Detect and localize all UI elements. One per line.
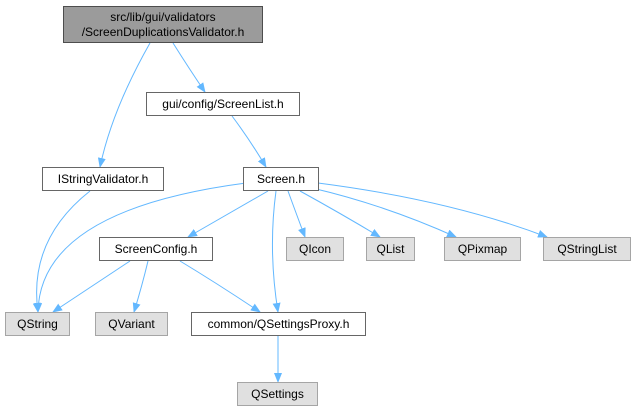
screenlist-node[interactable]: gui/config/ScreenList.h — [146, 92, 300, 116]
qlist-node[interactable]: QList — [366, 237, 415, 261]
edge-screenconfig-to-qsettingsproxy — [179, 260, 261, 313]
qpixmap-node[interactable]: QPixmap — [444, 237, 521, 261]
edge-screenconfig-to-qstring — [52, 260, 131, 313]
istringvalidator-label: IStringValidator.h — [57, 171, 149, 186]
edge-root-to-istringvalidator — [97, 42, 151, 168]
edge-screen-to-qstring — [34, 182, 247, 313]
edge-screen-to-qicon — [287, 190, 306, 238]
qvariant-label: QVariant — [108, 316, 155, 331]
qsettingsproxy-label: common/QSettingsProxy.h — [207, 316, 350, 331]
qstring-node[interactable]: QString — [5, 312, 70, 336]
qlist-label: QList — [376, 241, 405, 256]
screen-label: Screen.h — [256, 171, 306, 186]
edge-screen-to-qstringlist — [317, 182, 548, 238]
qsettings-label: QSettings — [251, 386, 304, 401]
qsettingsproxy-node[interactable]: common/QSettingsProxy.h — [191, 312, 366, 336]
qstring-label: QString — [17, 316, 58, 331]
edge-root-to-screenlist — [172, 42, 206, 93]
qsettings-node[interactable]: QSettings — [237, 382, 318, 406]
screenconfig-node[interactable]: ScreenConfig.h — [99, 237, 213, 261]
root-file-path-line-1: src/lib/gui/validators — [110, 9, 216, 24]
edge-screen-to-qlist — [299, 190, 381, 238]
istringvalidator-node[interactable]: IStringValidator.h — [42, 167, 164, 191]
qstringlist-node[interactable]: QStringList — [543, 237, 631, 261]
edge-istringvalidator-to-qstring — [32, 190, 91, 313]
qpixmap-label: QPixmap — [457, 241, 508, 256]
edge-screen-to-qpixmap — [311, 187, 457, 238]
edge-screen-to-screenconfig — [187, 190, 269, 238]
qstringlist-label: QStringList — [557, 241, 617, 256]
screen-node[interactable]: Screen.h — [243, 167, 319, 191]
edge-screen-to-qsettingsproxy — [271, 190, 281, 313]
qicon-label: QIcon — [298, 241, 331, 256]
edge-screenconfig-to-qvariant — [132, 260, 149, 313]
screenconfig-label: ScreenConfig.h — [114, 241, 198, 256]
qicon-node[interactable]: QIcon — [286, 237, 344, 261]
edge-screenlist-to-screen — [231, 115, 267, 168]
root-file-node[interactable]: src/lib/gui/validators /ScreenDuplicatio… — [63, 6, 263, 43]
screenlist-label: gui/config/ScreenList.h — [162, 96, 284, 111]
root-file-path-line-2: /ScreenDuplicationsValidator.h — [81, 24, 245, 39]
qvariant-node[interactable]: QVariant — [95, 312, 168, 336]
